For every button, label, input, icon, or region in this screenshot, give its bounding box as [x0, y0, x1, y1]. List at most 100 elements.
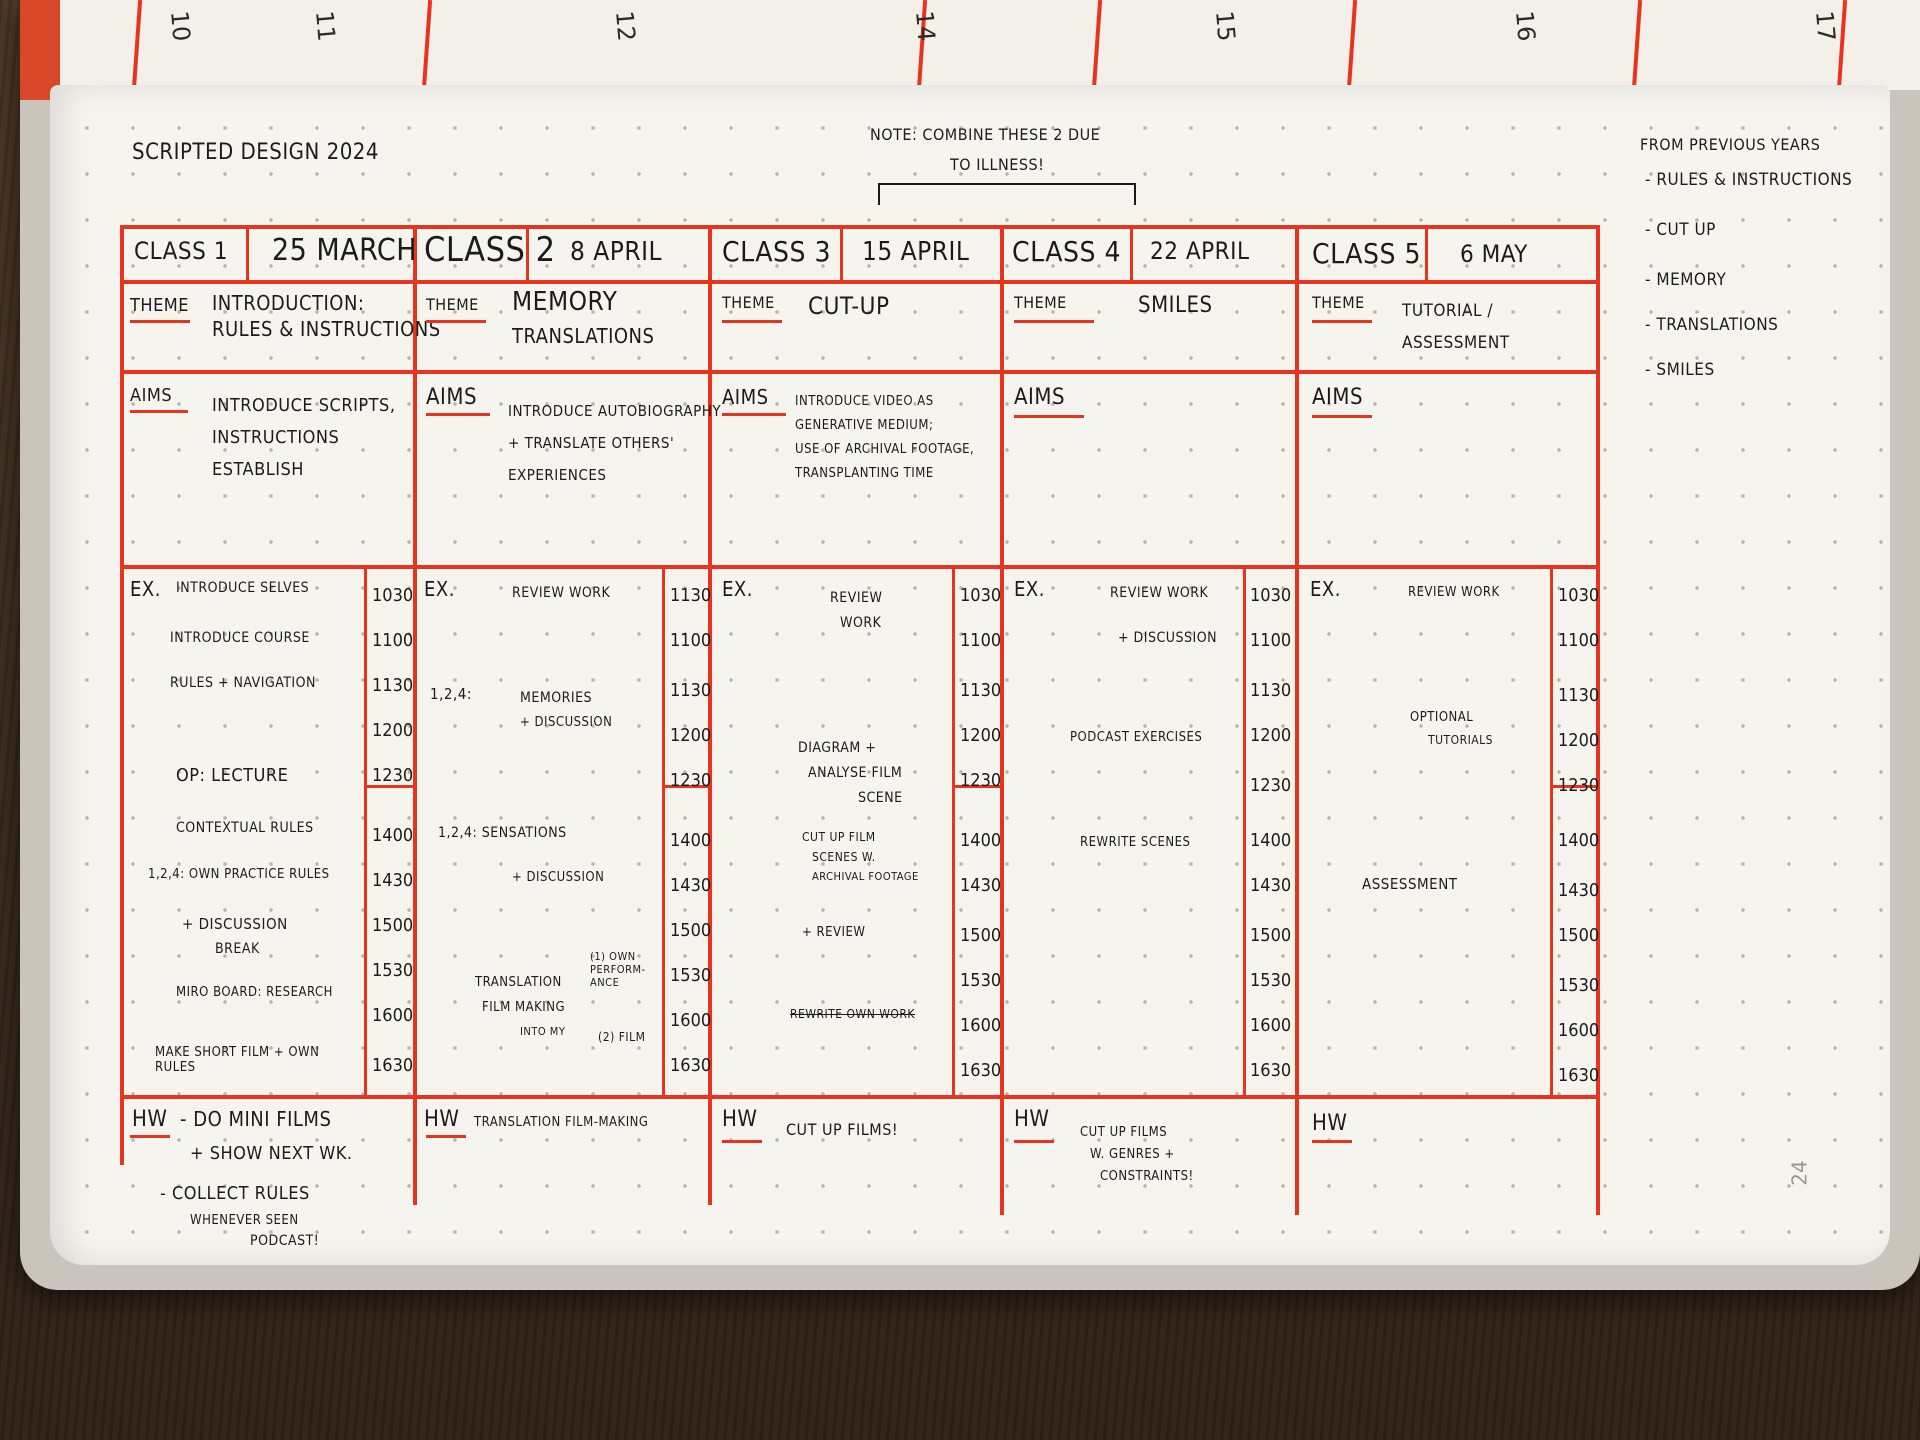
ex-item-struck: REWRITE OWN WORK	[790, 1007, 915, 1021]
time-slot: 1630	[960, 1060, 1002, 1081]
time-slot: 1130	[960, 680, 1002, 701]
hw-label: HW	[722, 1107, 758, 1132]
class-theme: MEMORY TRANSLATIONS	[512, 285, 654, 353]
time-slot: 1200	[1558, 730, 1600, 751]
time-slot: 1600	[1250, 1015, 1292, 1036]
ex-item: SCENE	[858, 790, 903, 806]
hw-item: CONSTRAINTS!	[1100, 1169, 1194, 1184]
ex-item: MAKE SHORT FILM + OWN RULES	[155, 1045, 320, 1075]
prev-page-number: 10	[164, 9, 196, 43]
hw-item: - COLLECT RULES	[160, 1183, 310, 1204]
ex-item: 1,2,4: SENSATIONS	[438, 825, 567, 841]
ex-item: TRANSLATION	[475, 975, 562, 990]
ex-item: PODCAST EXERCISES	[1070, 730, 1203, 745]
class-theme: CUT-UP	[808, 293, 890, 319]
time-slot: 1500	[670, 920, 712, 941]
time-slot: 1630	[670, 1055, 712, 1076]
side-notes-heading: FROM PREVIOUS YEARS	[1640, 135, 1821, 154]
time-slot: 1100	[1558, 630, 1600, 651]
ex-item: OPTIONAL	[1410, 710, 1474, 725]
time-slot: 1400	[670, 830, 712, 851]
ex-item: BREAK	[215, 941, 260, 957]
underline-stroke	[1014, 415, 1084, 418]
note-bracket-left	[878, 183, 880, 205]
aims-label: AIMS	[722, 385, 769, 409]
theme-line: ASSESSMENT	[1402, 333, 1510, 353]
time-slot: 1600	[372, 1005, 414, 1026]
ex-item: RULES + NAVIGATION	[170, 675, 316, 691]
time-slot: 1100	[960, 630, 1002, 651]
time-slot: 1430	[960, 875, 1002, 896]
time-slot: 1530	[670, 965, 712, 986]
ex-item: (2) FILM	[598, 1030, 646, 1044]
aims-line: INTRODUCE AUTOBIOGRAPHY	[508, 402, 722, 420]
aims-line: INTRODUCE VIDEO AS	[795, 394, 934, 409]
underline-stroke	[722, 1140, 762, 1143]
time-slot: 1530	[372, 960, 414, 981]
hw-item: + SHOW NEXT WK.	[190, 1143, 353, 1164]
ex-item: ASSESSMENT	[1362, 875, 1458, 893]
aims-line: USE OF ARCHIVAL FOOTAGE,	[795, 442, 975, 457]
class-aims: INTRODUCE VIDEO AS GENERATIVE MEDIUM; US…	[795, 390, 974, 486]
ex-item: INTRODUCE COURSE	[170, 630, 310, 646]
class-date: 6 MAY	[1460, 240, 1528, 268]
ex-label: EX.	[130, 577, 161, 601]
time-slot: 1500	[1250, 925, 1292, 946]
underline-stroke	[426, 1135, 466, 1138]
aims-line: INTRODUCE SCRIPTS,	[212, 395, 396, 416]
ex-item: 1,2,4:	[430, 685, 472, 703]
time-slot: 1200	[670, 725, 712, 746]
theme-line: TUTORIAL /	[1402, 301, 1494, 321]
theme-label: THEME	[1014, 293, 1067, 312]
theme-label: THEME	[722, 293, 775, 312]
time-slot: 1430	[1250, 875, 1292, 896]
ex-item: FILM MAKING	[482, 1000, 566, 1015]
ex-label: EX.	[1014, 577, 1045, 601]
aims-label: AIMS	[1312, 385, 1364, 410]
grid-line-header-split	[526, 225, 529, 283]
theme-label: THEME	[130, 295, 190, 316]
previous-page-strip: 10 11 12 14 15 16 17	[40, 0, 1920, 90]
theme-line: RULES & INSTRUCTIONS	[212, 317, 441, 341]
class-aims: INTRODUCE AUTOBIOGRAPHY + TRANSLATE OTHE…	[508, 395, 721, 491]
time-slot: 1430	[1558, 880, 1600, 901]
underline-stroke	[426, 413, 490, 416]
hw-item: W. GENRES +	[1090, 1147, 1175, 1162]
ex-item: REVIEW WORK	[1408, 585, 1500, 600]
hw-label: HW	[1312, 1111, 1348, 1136]
theme-line: SMILES	[1138, 293, 1213, 318]
theme-line: TRANSLATIONS	[512, 324, 655, 348]
ex-item: MEMORIES	[520, 690, 593, 706]
hw-item: TRANSLATION FILM-MAKING	[474, 1115, 649, 1130]
prev-page-number: 14	[909, 9, 941, 43]
time-slot: 1130	[670, 680, 712, 701]
ex-item: INTO MY	[520, 1025, 566, 1038]
time-slot: 1430	[372, 870, 414, 891]
class-label: CLASS 4	[1012, 235, 1122, 268]
ex-item: MIRO BOARD: RESEARCH	[176, 985, 333, 1000]
ex-item: + DISCUSSION	[182, 915, 288, 933]
aims-label: AIMS	[1014, 385, 1066, 410]
time-slot: 1230	[670, 770, 712, 791]
time-slot: 1030	[1558, 585, 1600, 606]
grid-line-left	[120, 225, 124, 1165]
ex-item: CONTEXTUAL RULES	[176, 820, 314, 836]
time-slot: 1230	[1558, 775, 1600, 796]
class-label: CLASS 2	[424, 230, 556, 270]
time-slot: 1500	[372, 915, 414, 936]
time-slot: 1400	[960, 830, 1002, 851]
grid-line-time-column	[1243, 565, 1246, 1095]
note-bracket-right	[1134, 183, 1136, 205]
hw-item: PODCAST!	[250, 1233, 320, 1249]
time-slot: 1130	[1558, 685, 1600, 706]
aims-line: + TRANSLATE OTHERS'	[508, 434, 675, 452]
time-slot: 1130	[670, 585, 712, 606]
lunch-divider	[364, 785, 416, 788]
lunch-divider	[662, 785, 710, 788]
lunch-divider	[952, 785, 1002, 788]
cover-edge	[20, 0, 60, 100]
underline-stroke	[1312, 1140, 1352, 1143]
time-slot: 1400	[1250, 830, 1292, 851]
time-slot: 1530	[1558, 975, 1600, 996]
underline-stroke	[1312, 415, 1372, 418]
